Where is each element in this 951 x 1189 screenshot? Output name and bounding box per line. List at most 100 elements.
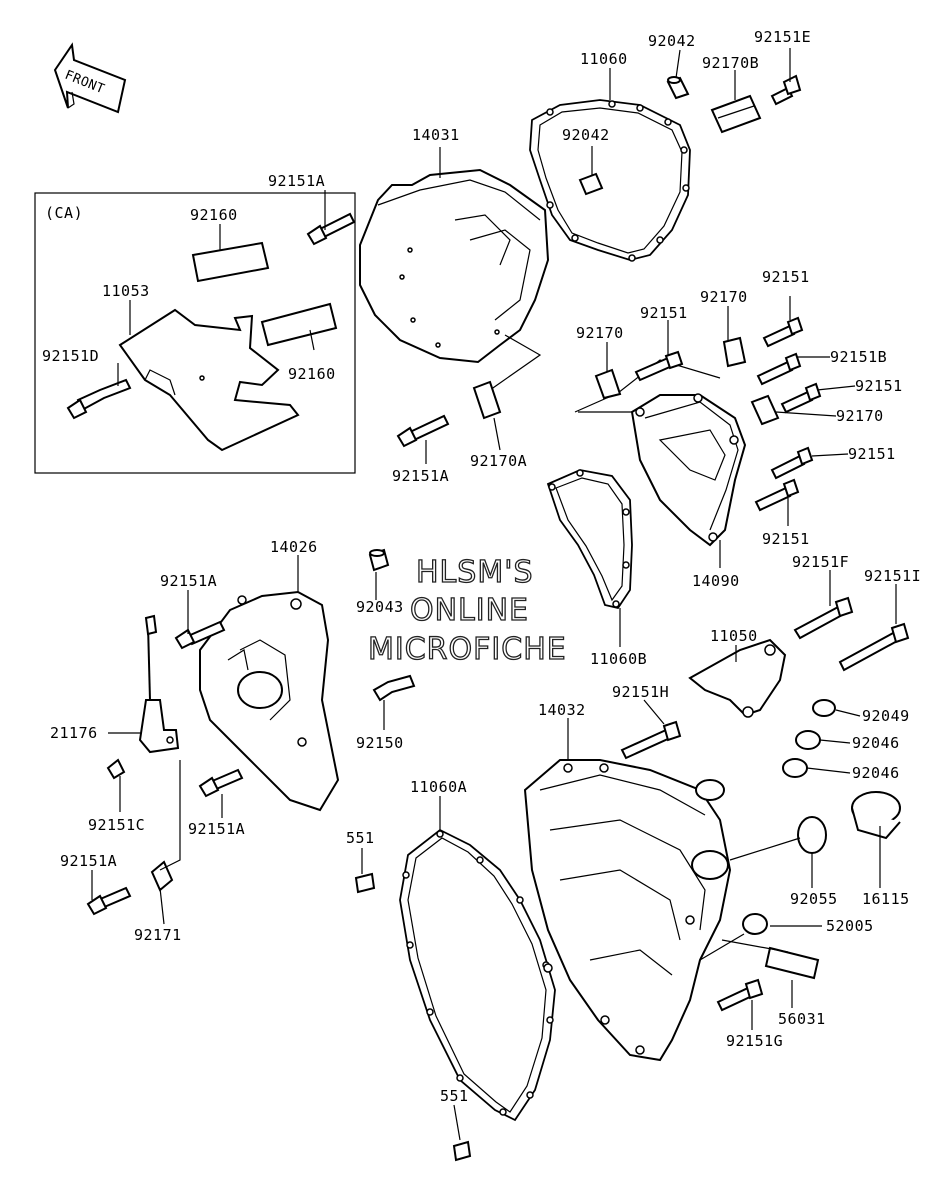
bolt-92151I	[838, 622, 910, 672]
bolt-92151-d	[770, 446, 814, 480]
pad-92160-top	[191, 241, 270, 283]
dowel-92043	[368, 548, 390, 572]
bolt-92151-e	[754, 478, 800, 512]
callout-56031: 56031	[778, 1010, 826, 1028]
callout-11060B: 11060B	[590, 650, 647, 668]
guard-11053	[118, 308, 300, 452]
bolt-92151-a	[634, 350, 684, 382]
bolt-92151C	[106, 758, 126, 780]
callout-92151-c: 92151	[855, 377, 903, 395]
watermark-line-3: MICROFICHE	[368, 632, 567, 667]
bolt-92151H	[620, 720, 682, 760]
oring-92055	[797, 816, 827, 854]
cover-14031	[359, 168, 550, 364]
bearing-92046-a	[795, 730, 821, 750]
callout-92170B: 92170B	[702, 54, 759, 72]
clamp-92170B	[710, 94, 762, 134]
callout-92151C: 92151C	[88, 816, 145, 834]
cover-14090	[630, 393, 747, 547]
callout-92151A-2: 92151A	[392, 467, 449, 485]
callout-52005: 52005	[826, 917, 874, 935]
callout-14031: 14031	[412, 126, 460, 144]
ca-box	[34, 192, 356, 474]
clamp-92170A	[472, 380, 502, 420]
cover-14026	[199, 590, 340, 812]
cap-16115	[851, 791, 901, 840]
label-56031	[764, 946, 820, 980]
callout-92151H: 92151H	[612, 683, 669, 701]
callout-92151A-1: 92151A	[268, 172, 325, 190]
gasket-11060-holes	[546, 100, 690, 262]
callout-92046-a: 92046	[852, 734, 900, 752]
bracket-11050	[688, 638, 787, 717]
callout-14032: 14032	[538, 701, 586, 719]
callout-92151A-3: 92151A	[160, 572, 217, 590]
callout-92170-c: 92170	[836, 407, 884, 425]
callout-92151F: 92151F	[792, 553, 849, 571]
bolt-92151F	[793, 596, 854, 640]
clamp-92171	[150, 860, 174, 892]
callout-92049: 92049	[862, 707, 910, 725]
front-arrow-icon: FRONT	[53, 42, 127, 114]
sensor-21176	[138, 614, 180, 754]
callout-14090: 14090	[692, 572, 740, 590]
bolt-92151D	[66, 378, 132, 420]
bolt-92151-c	[780, 382, 822, 414]
callout-92151-b: 92151	[762, 268, 810, 286]
ca-box-label: (CA)	[45, 204, 83, 222]
callout-92151A-4: 92151A	[188, 820, 245, 838]
callout-11050: 11050	[710, 627, 758, 645]
seal-52005	[742, 913, 768, 935]
callout-92151G: 92151G	[726, 1032, 783, 1050]
callout-92160-2: 92160	[288, 365, 336, 383]
dowel-92042-mid	[578, 172, 604, 196]
gasket-11060A-holes	[402, 830, 554, 1116]
bolt-92151A-4	[198, 768, 244, 798]
bolt-92151A-2	[396, 414, 450, 448]
callout-92171: 92171	[134, 926, 182, 944]
callout-11060: 11060	[580, 50, 628, 68]
bolt-92151A-1	[306, 212, 356, 246]
bolt-92151A-5	[86, 886, 132, 916]
bolt-92151E	[770, 74, 802, 106]
callout-92043: 92043	[356, 598, 404, 616]
callout-11060A: 11060A	[410, 778, 467, 796]
callout-92151-e: 92151	[762, 530, 810, 548]
bolt-92151B	[756, 352, 802, 386]
callout-92160-1: 92160	[190, 206, 238, 224]
callout-21176: 21176	[50, 724, 98, 742]
callout-92170-b: 92170	[700, 288, 748, 306]
callout-92151-a: 92151	[640, 304, 688, 322]
bolt-92151A-3	[174, 620, 226, 650]
bearing-92046-b	[782, 758, 808, 778]
callout-92151A-5: 92151A	[60, 852, 117, 870]
pad-92160-bottom	[260, 302, 338, 347]
leader-lines	[91, 48, 897, 1141]
callout-92055: 92055	[790, 890, 838, 908]
clamp-92170-c	[750, 394, 780, 426]
callout-92151B: 92151B	[830, 348, 887, 366]
gasket-11060A	[399, 828, 556, 1122]
callout-92151I: 92151I	[864, 567, 921, 585]
dowel-551-b	[452, 1140, 472, 1162]
callout-551-a: 551	[346, 829, 375, 847]
callout-92151-d: 92151	[848, 445, 896, 463]
callout-551-b: 551	[440, 1087, 469, 1105]
bolt-92151-top-right	[762, 316, 804, 348]
gasket-11060B	[546, 469, 633, 610]
callout-11053: 11053	[102, 282, 150, 300]
dowel-92042-top	[666, 76, 690, 100]
watermark-line-1: HLSM'S	[416, 555, 534, 590]
callout-92151D: 92151D	[42, 347, 99, 365]
clamp-92170-a	[594, 368, 622, 400]
callout-92042-mid: 92042	[562, 126, 610, 144]
callout-92042-top: 92042	[648, 32, 696, 50]
dowel-551-a	[354, 872, 376, 894]
callout-92170-a: 92170	[576, 324, 624, 342]
bolt-92151G	[716, 978, 764, 1012]
callout-92170A: 92170A	[470, 452, 527, 470]
watermark-line-2: ONLINE	[410, 593, 529, 628]
callout-16115: 16115	[862, 890, 910, 908]
callout-14026: 14026	[270, 538, 318, 556]
